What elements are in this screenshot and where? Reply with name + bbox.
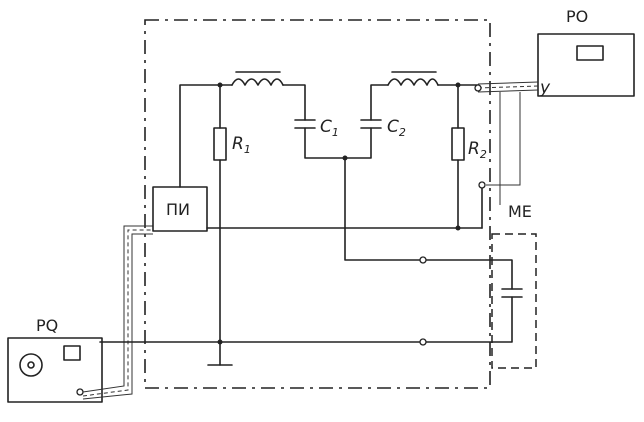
svg-text:R1: R1: [232, 134, 251, 156]
pq-output-terminal: [76, 388, 84, 396]
pq-display-icon: [63, 345, 81, 361]
pi-label: ПИ: [166, 200, 190, 219]
pq-dial-icon: [19, 353, 43, 377]
r1-label: R: [232, 134, 244, 154]
c1-subscript: 1: [332, 126, 339, 139]
coax-cable-po: [477, 81, 539, 205]
po-input-label: y: [539, 78, 551, 98]
svg-text:C1: C1: [320, 117, 339, 139]
r2-subscript: 2: [480, 148, 487, 161]
po-display-icon: [576, 45, 604, 61]
inductor-l1: [231, 71, 284, 86]
pq-label: PQ: [36, 316, 58, 335]
inductor-l2: [387, 71, 439, 86]
pq-dial-center-icon: [27, 361, 35, 369]
junctions: [217, 82, 486, 346]
capacitor-me: [501, 288, 523, 298]
r2-label: R: [468, 139, 480, 159]
c2-label: C: [387, 117, 399, 137]
c1-label: C: [320, 117, 332, 137]
svg-text:C2: C2: [387, 117, 406, 139]
svg-text:R2: R2: [468, 139, 487, 161]
pi-converter: ПИ: [152, 186, 208, 232]
po-label: PO: [566, 7, 588, 26]
resistor-r1: R1: [213, 127, 251, 161]
r1-subscript: 1: [244, 143, 251, 156]
me-enclosure: [491, 233, 537, 369]
circuit-wiring: [99, 84, 513, 366]
capacitor-c1: C1: [294, 117, 339, 139]
c2-subscript: 2: [399, 126, 406, 139]
me-label: ME: [508, 202, 532, 221]
coax-cable-pq: [82, 225, 153, 400]
po-instrument: PO y: [537, 7, 635, 98]
resistor-r2: R2: [451, 127, 487, 161]
pq-generator: PQ: [7, 316, 103, 403]
capacitor-c2: C2: [360, 117, 406, 139]
shield-enclosure: [144, 19, 491, 389]
